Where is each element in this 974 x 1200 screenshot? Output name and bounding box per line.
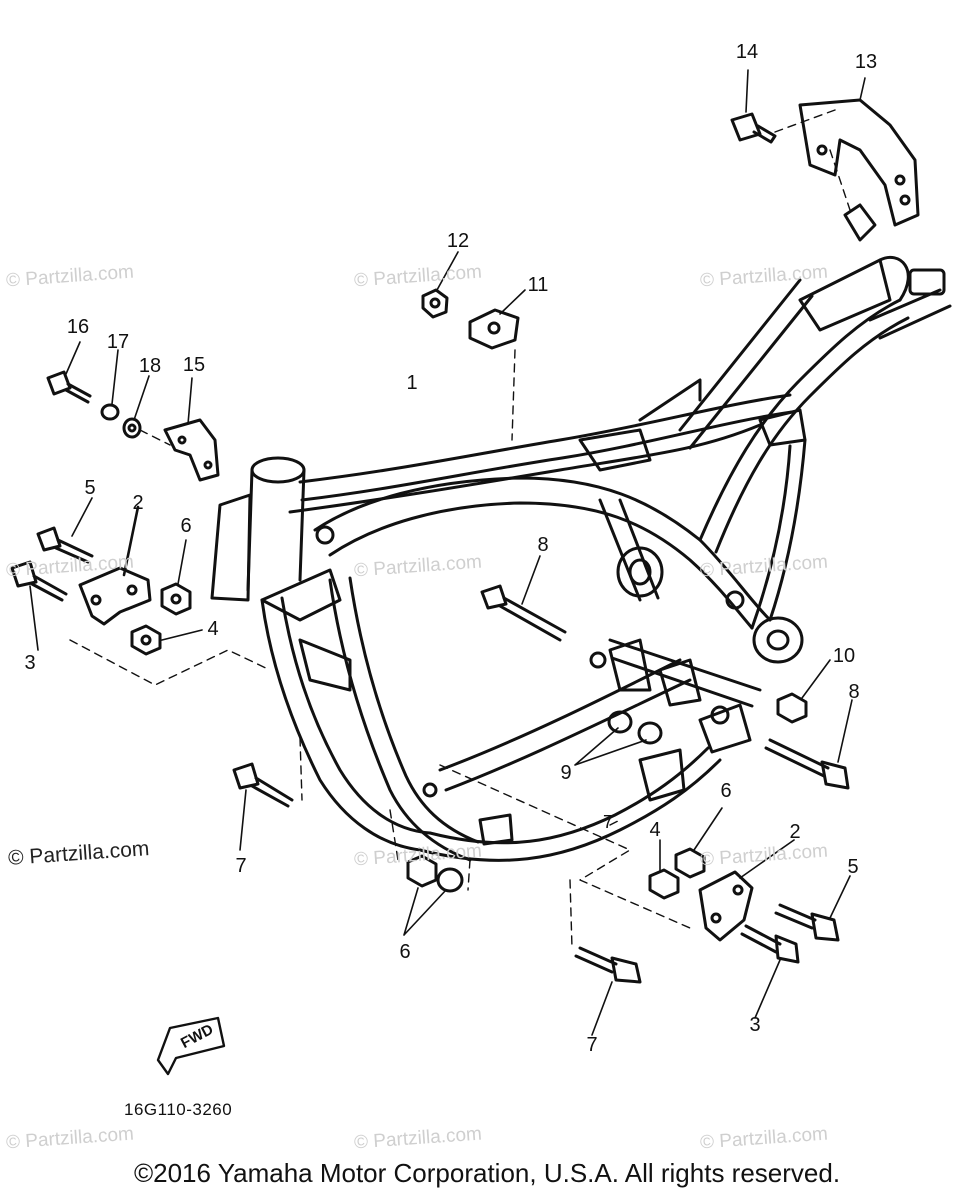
bolt-8-top xyxy=(480,584,567,642)
callout-10: 10 xyxy=(832,645,856,667)
bolt-3-right xyxy=(740,924,800,964)
dashed-guides xyxy=(69,109,851,949)
bolt-16 xyxy=(46,370,92,404)
callout-2-left: 2 xyxy=(132,492,144,514)
callout-9: 9 xyxy=(560,762,572,784)
callout-3-left: 3 xyxy=(24,652,36,674)
bolt-7-bottom xyxy=(574,946,642,984)
bolt-14 xyxy=(730,112,777,144)
bolt-5-left xyxy=(36,526,94,564)
bolt-7-left xyxy=(232,762,294,808)
bolt-3-left xyxy=(10,560,68,602)
callout-18: 18 xyxy=(138,355,162,377)
copyright-notice: ©2016 Yamaha Motor Corporation, U.S.A. A… xyxy=(133,1158,841,1188)
callout-16: 16 xyxy=(66,316,90,338)
washer-18 xyxy=(122,417,142,439)
callout-7-bottom: 7 xyxy=(586,1034,598,1056)
nut-6-right xyxy=(674,847,706,879)
callout-1: 1 xyxy=(406,372,418,394)
bushings-9 xyxy=(607,710,663,745)
nut-6-left xyxy=(160,582,192,616)
callout-6-right: 6 xyxy=(720,780,732,802)
callout-12: 12 xyxy=(446,230,470,252)
callout-7-left: 7 xyxy=(235,855,247,877)
fwd-arrow-icon xyxy=(156,1016,226,1076)
callout-6-bottom: 6 xyxy=(399,941,411,963)
callout-5-left: 5 xyxy=(84,477,96,499)
bracket-13 xyxy=(798,98,920,242)
callout-2-right: 2 xyxy=(789,821,801,843)
bolt-8-right xyxy=(764,738,850,790)
callout-4-right: 4 xyxy=(649,819,661,841)
callout-3-right: 3 xyxy=(749,1014,761,1036)
callout-15: 15 xyxy=(182,354,206,376)
nut-10 xyxy=(776,692,808,724)
frame-main xyxy=(210,255,952,862)
callout-5-right: 5 xyxy=(847,856,859,878)
nuts-6-bottom xyxy=(406,854,464,893)
diagram-code: 16G110-3260 xyxy=(124,1100,233,1119)
rubber-11 xyxy=(468,308,520,350)
callout-11: 11 xyxy=(527,274,549,296)
callout-4-left: 4 xyxy=(207,618,219,640)
callout-8-right: 8 xyxy=(848,681,860,703)
bolt-5-right xyxy=(774,903,840,942)
bracket-15 xyxy=(163,418,220,482)
nut-4-left xyxy=(130,624,162,656)
callout-8-top: 8 xyxy=(537,534,549,556)
plate-2-right xyxy=(698,870,754,942)
nut-4-right xyxy=(648,868,680,900)
nut-12 xyxy=(421,288,449,319)
callout-6-left: 6 xyxy=(180,515,192,537)
callout-7-middle: 7 xyxy=(602,812,614,832)
callout-14: 14 xyxy=(735,41,759,63)
callout-13: 13 xyxy=(854,51,878,73)
leader-lines xyxy=(29,69,866,1036)
washer-17 xyxy=(100,403,120,421)
callout-17: 17 xyxy=(106,331,130,353)
